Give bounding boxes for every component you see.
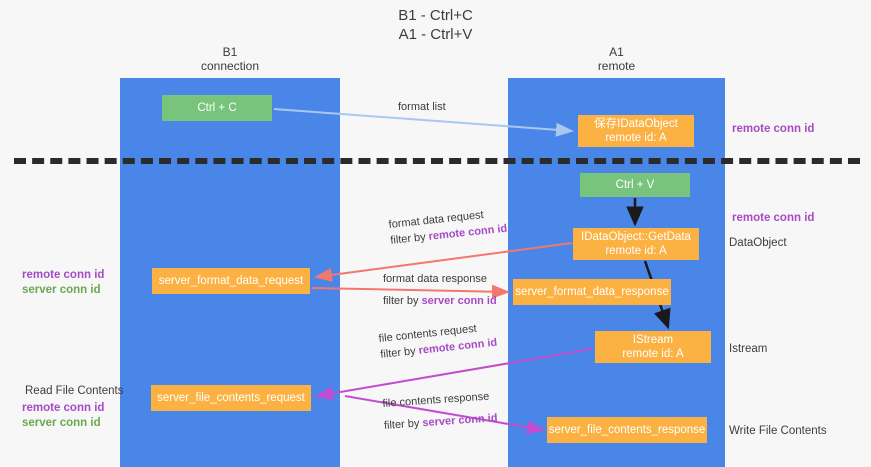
edge-label-file-contents-response: file contents response filter by server …	[382, 389, 498, 434]
side-label-server-conn-id-left-mid: server conn id	[22, 284, 101, 296]
node-idataobject-sub: remote id: A	[605, 132, 667, 144]
node-server-format-data-request-label: server_format_data_request	[158, 275, 304, 287]
node-server-format-data-request[interactable]: server_format_data_request	[152, 268, 310, 294]
node-server-file-contents-request[interactable]: server_file_contents_request	[151, 385, 311, 411]
edge-label-format-list: format list	[398, 100, 446, 115]
node-idataobject-label: 保存IDataObject	[594, 118, 678, 130]
side-label-server-conn-id-left-bottom: server conn id	[22, 417, 101, 429]
side-label-conn-ids-bottom: remote conn id server conn id	[22, 401, 104, 431]
diagram-title: B1 - Ctrl+C A1 - Ctrl+V	[0, 6, 871, 44]
edge-label-format-data-response-filter: filter by server conn id	[383, 294, 497, 309]
node-istream-sub: remote id: A	[622, 348, 684, 360]
node-server-format-data-response[interactable]: server_format_data_response	[513, 279, 671, 305]
node-getdata-sub: remote id: A	[605, 245, 667, 257]
side-label-write-file-contents: Write File Contents	[729, 425, 827, 437]
filter-prefix: filter by	[389, 230, 430, 247]
edge-file-contents-response	[344, 395, 545, 435]
side-label-remote-conn-id-left-mid: remote conn id	[22, 269, 105, 281]
side-label-remote-conn-id-mid: remote conn id	[732, 212, 815, 224]
side-label-read-file-contents: Read File Contents	[25, 385, 124, 397]
edge-file-contents-request	[315, 348, 593, 401]
swimlane-a1-header: A1 remote	[508, 45, 725, 73]
title-line-2: A1 - Ctrl+V	[398, 26, 473, 43]
node-ctrl-v-label: Ctrl + V	[615, 179, 655, 191]
node-server-file-contents-request-label: server_file_contents_request	[157, 392, 305, 404]
side-label-remote-conn-id-top: remote conn id	[732, 123, 815, 135]
filter-prefix: filter by	[379, 344, 420, 361]
swimlane-b1-header: B1 connection	[120, 45, 340, 73]
swimlane-b1-name: B1	[222, 45, 238, 59]
edge-label-format-list-text: format list	[398, 101, 446, 113]
node-getdata-label: IDataObject::GetData	[581, 231, 691, 243]
node-ctrl-v[interactable]: Ctrl + V	[580, 173, 690, 197]
filter-key-server-conn-id: server conn id	[421, 295, 497, 307]
side-label-dataobject: DataObject	[729, 237, 787, 249]
filter-key-server-conn-id: server conn id	[422, 412, 498, 430]
title-line-1: B1 - Ctrl+C	[398, 7, 473, 24]
filter-prefix: filter by	[383, 417, 423, 432]
node-ctrl-c-label: Ctrl + C	[197, 102, 237, 114]
edge-format-data-response	[311, 284, 510, 299]
side-label-istream: Istream	[729, 343, 768, 355]
node-server-file-contents-response-label: server_file_contents_response	[548, 424, 706, 436]
side-label-remote-conn-id-left-bottom: remote conn id	[22, 402, 105, 414]
phase-divider	[14, 158, 860, 164]
node-istream[interactable]: IStream remote id: A	[595, 331, 711, 363]
node-idataobject[interactable]: 保存IDataObject remote id: A	[578, 115, 694, 147]
edge-format-list	[273, 108, 574, 137]
edge-label-format-data-response-text: format data response	[383, 273, 487, 285]
swimlane-b1-role: connection	[200, 59, 260, 73]
node-ctrl-c[interactable]: Ctrl + C	[162, 95, 272, 121]
edge-label-format-data-response: format data response filter by server co…	[383, 272, 497, 309]
edge-format-data-request	[314, 242, 573, 282]
node-server-file-contents-response[interactable]: server_file_contents_response	[547, 417, 707, 443]
swimlane-a1-name: A1	[609, 45, 624, 59]
swimlane-a1-role: remote	[597, 59, 636, 73]
node-istream-label: IStream	[632, 334, 674, 346]
node-idataobject-getdata[interactable]: IDataObject::GetData remote id: A	[573, 228, 699, 260]
filter-prefix: filter by	[383, 295, 422, 307]
side-label-conn-ids-mid: remote conn id server conn id	[22, 268, 104, 298]
node-server-format-data-response-label: server_format_data_response	[515, 286, 669, 298]
